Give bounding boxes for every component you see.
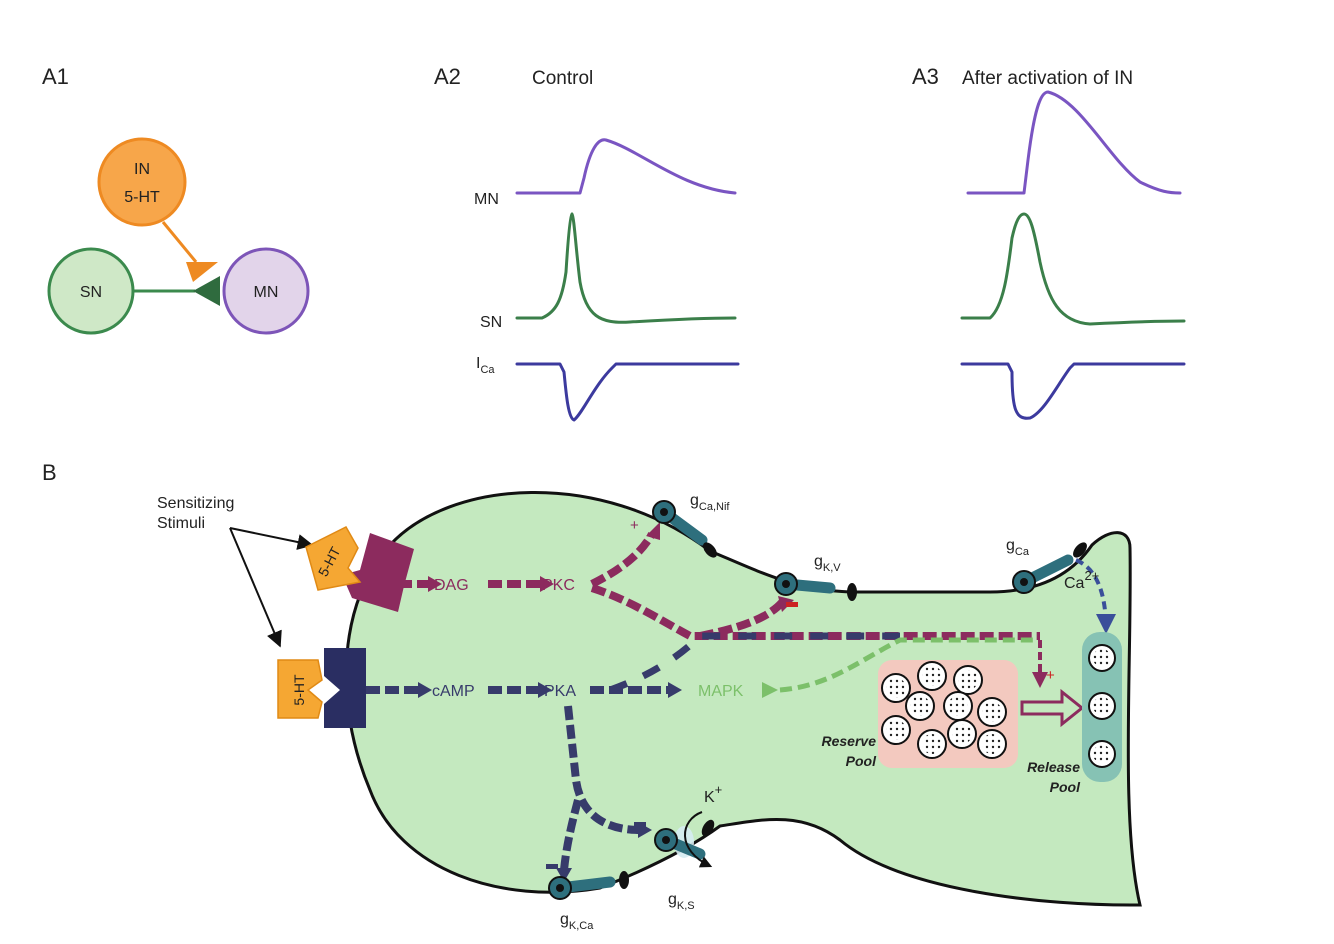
panel-title-a3: After activation of IN [962, 68, 1133, 89]
pka-label: PKA [544, 683, 576, 700]
trace-ica-after [960, 362, 1186, 420]
sn-neuron [47, 247, 135, 335]
receptor-bottom: 5-HT [277, 648, 366, 728]
plus-gcanif: + [630, 517, 639, 534]
in-neuron-label: IN [134, 161, 150, 178]
gks-label: gK,S [668, 891, 695, 912]
pathway-pkc-release [590, 584, 1040, 640]
mobilization-arrow [1020, 688, 1085, 728]
sn-synapse-terminal [193, 276, 220, 306]
arrowhead-pka [538, 682, 552, 698]
release-vesicles [1088, 644, 1116, 768]
gs-receptor [324, 648, 366, 728]
pathway-pka-release [608, 632, 900, 694]
in-neuron [97, 137, 187, 227]
arrowhead-pkc [540, 576, 554, 592]
mapk-label: MAPK [698, 683, 744, 700]
arrowhead-gkca [556, 868, 572, 882]
trace-label-ica: ICa [476, 355, 495, 376]
arrowhead-gcanif [646, 522, 660, 540]
panel-label-a3: A3 [912, 64, 939, 89]
a1-circuit: IN 5-HT SN MN [47, 137, 310, 335]
release-pool-label-2: Pool [1050, 779, 1081, 795]
trace-mn-control [515, 138, 737, 195]
stimulus-arrow-bottom [229, 527, 282, 648]
trace-mn-after [966, 90, 1182, 195]
camp-label: cAMP [432, 683, 475, 700]
ca-ion-label: Ca2+ [1064, 568, 1099, 592]
channel-gks [654, 811, 715, 868]
5ht-label-bottom: 5-HT [291, 674, 307, 706]
trace-ica-control [515, 362, 740, 422]
ca-influx-arrow [1075, 558, 1116, 634]
mn-neuron-label: MN [254, 284, 279, 301]
receptor-top: 5-HT [305, 526, 414, 612]
channel-gkv [774, 572, 857, 601]
trace-label-mn: MN [474, 191, 499, 208]
arrowhead-dag [428, 576, 442, 592]
channel-gca [1012, 542, 1087, 594]
in-neuron-sublabel: 5-HT [124, 189, 160, 206]
trace-sn-after [960, 212, 1186, 326]
trace-label-sn: SN [480, 314, 502, 331]
in-axon [161, 221, 198, 263]
arrowhead-camp [418, 682, 432, 698]
reserve-vesicle-content [886, 666, 1002, 754]
gkca-label: gK,Ca [560, 911, 594, 932]
sensory-neuron-body [344, 491, 1142, 907]
release-pool-label-1: Release [1027, 759, 1080, 775]
b-cell-diagram: Sensitizing Stimuli 5-HT 5-HT [157, 491, 1142, 932]
panel-label-a2: A2 [434, 64, 461, 89]
gca-label: gCa [1006, 537, 1030, 558]
gkv-label: gK,V [814, 553, 841, 574]
channel-gkca [548, 871, 629, 900]
minus-gkca [546, 864, 558, 869]
pathway-pkc-gcanif [590, 531, 656, 588]
mn-neuron [222, 247, 310, 335]
sn-neuron-label: SN [80, 284, 102, 301]
plus-release: + [1046, 667, 1055, 684]
trace-sn-control [515, 212, 737, 324]
sensitizing-label-1: Sensitizing [157, 495, 234, 512]
reserve-pool-label-2: Pool [846, 753, 877, 769]
panel-label-b: B [42, 460, 57, 485]
arrowhead-mapk-entry [762, 682, 778, 698]
channel-gcanif [652, 500, 717, 558]
panel-label-a1: A1 [42, 64, 69, 89]
pkc-label: PKC [542, 577, 575, 594]
k-ion-label: K+ [704, 782, 722, 806]
pathway-mapk-release [779, 637, 1038, 693]
5ht-ligand-top [305, 526, 362, 591]
minus-gkv [786, 602, 798, 607]
dag-label: DAG [434, 577, 469, 594]
gcanif-label: gCa,Nif [690, 492, 730, 513]
5ht-ligand-bottom [277, 659, 323, 719]
in-synapse-terminal [186, 262, 218, 282]
gq-receptor [342, 533, 414, 612]
sensitizing-label-2: Stimuli [157, 515, 205, 532]
panel-title-a2: Control [532, 68, 593, 89]
arrowhead-release-pool [1032, 672, 1048, 688]
pathway-pka-gkca [560, 798, 582, 871]
release-vesicle-content [1093, 649, 1111, 763]
reserve-pool-label-1: Reserve [822, 733, 877, 749]
minus-gks [634, 822, 646, 827]
stimulus-arrow-top [229, 527, 314, 550]
arrowhead-mapk [668, 682, 682, 698]
